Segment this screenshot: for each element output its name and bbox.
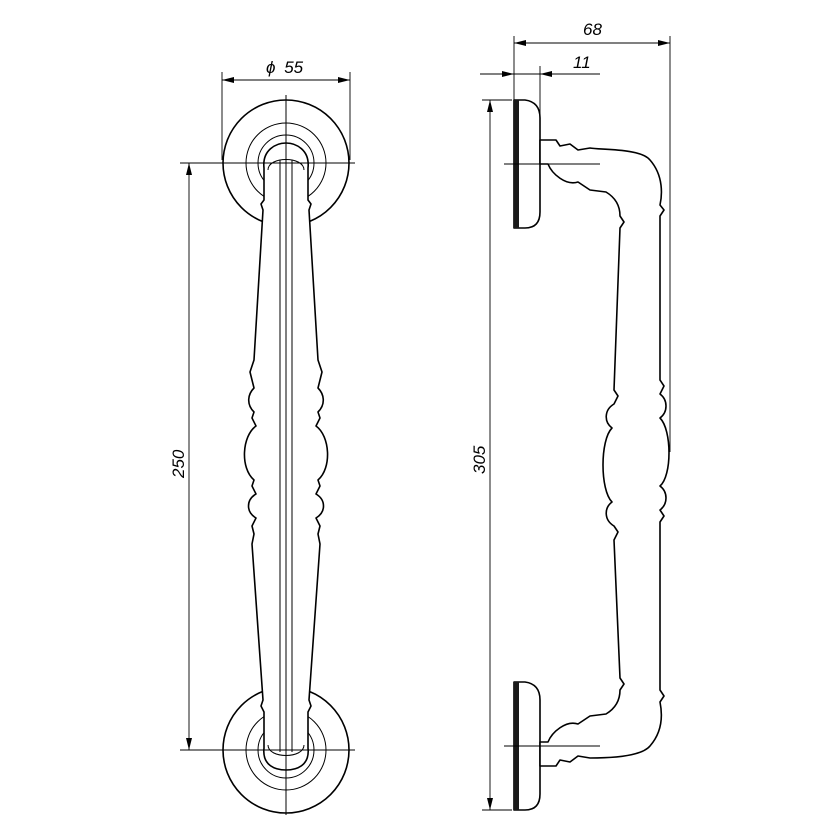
rosette-thickness-label: 11 xyxy=(573,53,591,72)
diameter-value: 55 xyxy=(284,58,303,77)
front-view: ϕ 55 250 xyxy=(169,58,355,815)
handle-body-side xyxy=(539,139,670,767)
center-distance-label: 250 xyxy=(169,449,188,479)
side-view: 305 68 11 xyxy=(470,20,671,811)
overall-length-label: 305 xyxy=(470,445,489,474)
diameter-label: ϕ 55 xyxy=(266,58,304,77)
projection-label: 68 xyxy=(583,20,602,39)
diameter-symbol: ϕ xyxy=(266,58,275,77)
